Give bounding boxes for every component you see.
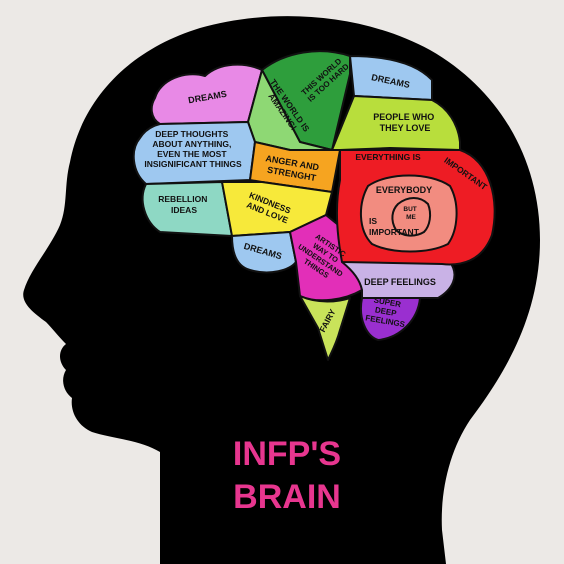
title-line-2: BRAIN [233, 478, 341, 516]
label-people-they-love: PEOPLE WHO THEY LOVE [373, 112, 437, 133]
label-artistic: ARTISTIC WAY TO UNDERSTAND THINGS [291, 227, 356, 287]
region-people-they-love [331, 95, 461, 151]
region-fairy [299, 295, 351, 361]
label-but-me: BUT ME [403, 206, 418, 221]
region-rebellion [141, 181, 233, 237]
label-is-important: IS IMPORTANT [369, 216, 420, 237]
label-deep-feelings: DEEP FEELINGS [364, 277, 436, 287]
label-everything-is: EVERYTHING IS [355, 152, 421, 162]
region-anger [249, 141, 341, 193]
region-this-world-too-hard [261, 50, 351, 151]
region-dreams-top-right [349, 55, 433, 101]
region-dreams-bottom [231, 231, 297, 274]
label-deep-thoughts: DEEP THOUGHTS ABOUT ANYTHING, EVEN THE M… [144, 129, 242, 169]
title-line-1: INFP'S [233, 435, 341, 473]
label-rebellion: REBELLION IDEAS [158, 194, 210, 215]
region-but-me [391, 197, 432, 237]
label-everybody: EVERYBODY [376, 185, 432, 195]
region-super-deep [360, 297, 421, 341]
region-dreams-top-left [150, 63, 263, 125]
